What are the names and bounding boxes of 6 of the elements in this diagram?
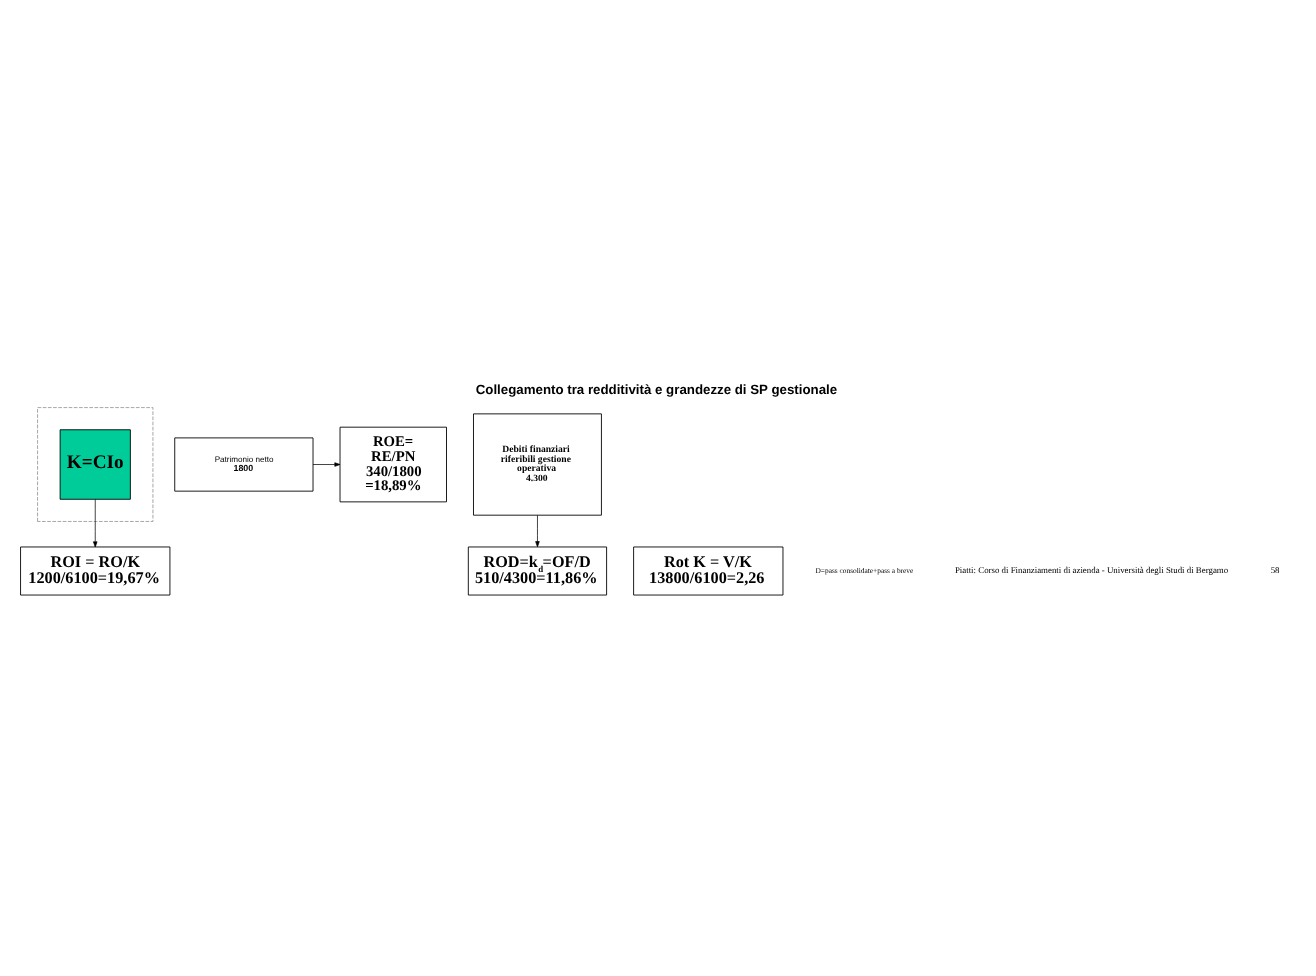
arrow xyxy=(535,514,540,548)
cluster xyxy=(37,407,154,522)
arrow xyxy=(312,462,341,467)
arrow xyxy=(93,499,98,548)
node-box: ROE= RE/PN 340/1800=18,89% xyxy=(339,426,447,503)
node-box: K=CIo xyxy=(59,429,131,500)
